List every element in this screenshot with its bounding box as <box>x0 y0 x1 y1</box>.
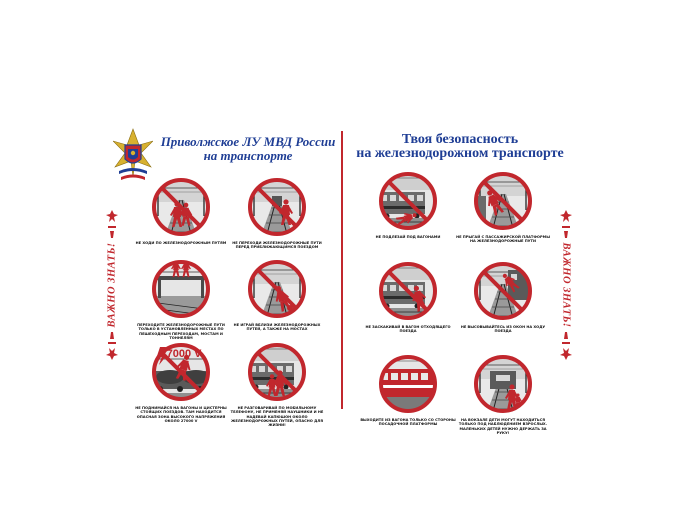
safety-rule-item: НЕ ХОДИ ПО ЖЕЛЕЗНОДОРОЖНЫМ ПУТЯМ <box>133 176 229 245</box>
safety-rule-item: НЕ РАЗГОВАРИВАЙ ПО МОБИЛЬНОМУ ТЕЛЕФОНУ, … <box>229 341 325 427</box>
side-banner-right-text: ВАЖНО ЗНАТЬ! <box>560 242 572 328</box>
safety-rule-caption: НЕ РАЗГОВАРИВАЙ ПО МОБИЛЬНОМУ ТЕЛЕФОНУ, … <box>230 406 324 428</box>
voltage-label: 27000 V <box>161 348 203 360</box>
mvd-emblem-icon <box>113 128 153 180</box>
safety-rule-item: НЕ ПОДЛЕЗАЙ ПОД ВАГОНАМИ <box>360 170 456 239</box>
no-playing-near-tracks-sign-icon <box>248 260 306 318</box>
safety-rule-item: НЕ ПРЫГАЙ С ПАССАЖИРСКОЙ ПЛАТФОРМЫ НА ЖЕ… <box>455 170 551 244</box>
no-phone-headphones-sign-icon <box>248 343 306 401</box>
organization-title-line-2: на транспорте <box>203 148 293 163</box>
safety-rule-caption: ПЕРЕХОДИТЕ ЖЕЛЕЗНОДОРОЖНЫЕ ПУТИ ТОЛЬКО В… <box>137 323 225 340</box>
no-leaning-out-windows-sign-icon <box>474 262 532 320</box>
safety-rule-caption: ВЫХОДИТЕ ИЗ ВАГОНА ТОЛЬКО СО СТОРОНЫ ПОС… <box>360 418 456 427</box>
side-banner-right: ВАЖНО ЗНАТЬ! <box>557 210 575 360</box>
ornament-icon <box>560 210 572 238</box>
safety-rule-caption: НЕ ПЕРЕХОДИ ЖЕЛЕЗНОДОРОЖНЫЕ ПУТИ ПЕРЕД П… <box>232 241 322 250</box>
safety-rule-item: НЕ ВЫСОВЫВАЙТЕСЬ ИЗ ОКОН НА ХОДУ ПОЕЗДА <box>455 260 551 334</box>
safety-rule-item: НЕ ПЕРЕХОДИ ЖЕЛЕЗНОДОРОЖНЫЕ ПУТИ ПЕРЕД П… <box>229 176 325 250</box>
safety-rule-caption: НЕ ИГРАЙ ВБЛИЗИ ЖЕЛЕЗНОДОРОЖНЫХ ПУТЕЙ, А… <box>233 323 321 332</box>
center-divider <box>341 131 343 409</box>
poster-title: Твоя безопасность на железнодорожном тра… <box>345 133 575 161</box>
side-banner-left-text: ВАЖНО ЗНАТЬ! <box>106 242 118 328</box>
no-climbing-wagons-sign-icon: 27000 V <box>152 343 210 401</box>
no-walking-on-tracks-sign-icon <box>152 178 210 236</box>
safety-rule-caption: НЕ ВЫСОВЫВАЙТЕСЬ ИЗ ОКОН НА ХОДУ ПОЕЗДА <box>460 325 546 334</box>
safety-rule-caption: НЕ ХОДИ ПО ЖЕЛЕЗНОДОРОЖНЫМ ПУТЯМ <box>135 241 227 245</box>
safety-rule-caption: НЕ ПРЫГАЙ С ПАССАЖИРСКОЙ ПЛАТФОРМЫ НА ЖЕ… <box>456 235 550 244</box>
safety-rule-item: ВЫХОДИТЕ ИЗ ВАГОНА ТОЛЬКО СО СТОРОНЫ ПОС… <box>360 353 456 427</box>
ornament-icon <box>106 332 118 360</box>
safety-rule-item: НА ВОКЗАЛЕ ДЕТИ МОГУТ НАХОДИТЬСЯ ТОЛЬКО … <box>455 353 551 435</box>
safety-rule-caption: НА ВОКЗАЛЕ ДЕТИ МОГУТ НАХОДИТЬСЯ ТОЛЬКО … <box>458 418 548 435</box>
poster-title-line-2: на железнодорожном транспорте <box>356 146 564 161</box>
safety-rule-caption: НЕ ПОДНИМАЙСЯ НА ВАГОНЫ И ЦИСТЕРНЫ СТОЯЩ… <box>135 406 227 423</box>
safety-rule-item: 27000 V НЕ ПОДНИМАЙСЯ НА ВАГОНЫ И ЦИСТЕР… <box>133 341 229 423</box>
use-pedestrian-crossings-sign-icon <box>152 260 210 318</box>
organization-title-line-1: Приволжское ЛУ МВД России <box>160 134 336 149</box>
safety-rule-caption: НЕ ЗАСКАКИВАЙ В ВАГОН ОТХОДЯЩЕГО ПОЕЗДА <box>365 325 451 334</box>
organization-title: Приволжское ЛУ МВД России на транспорте <box>153 135 343 163</box>
safety-rule-item: НЕ ИГРАЙ ВБЛИЗИ ЖЕЛЕЗНОДОРОЖНЫХ ПУТЕЙ, А… <box>229 258 325 332</box>
exit-to-platform-side-sign-icon <box>379 355 437 413</box>
ornament-icon <box>106 210 118 238</box>
safety-rule-item: ПЕРЕХОДИТЕ ЖЕЛЕЗНОДОРОЖНЫЕ ПУТИ ТОЛЬКО В… <box>133 258 229 340</box>
poster-title-line-1: Твоя безопасность <box>401 132 519 147</box>
ornament-icon <box>560 332 572 360</box>
children-supervised-at-station-sign-icon <box>474 355 532 413</box>
no-crawling-under-wagons-sign-icon <box>379 172 437 230</box>
no-jumping-off-platform-sign-icon <box>474 172 532 230</box>
safety-rule-item: НЕ ЗАСКАКИВАЙ В ВАГОН ОТХОДЯЩЕГО ПОЕЗДА <box>360 260 456 334</box>
safety-rule-caption: НЕ ПОДЛЕЗАЙ ПОД ВАГОНАМИ <box>375 235 441 239</box>
no-jumping-into-departing-train-sign-icon <box>379 262 437 320</box>
no-crossing-before-train-sign-icon <box>248 178 306 236</box>
side-banner-left: ВАЖНО ЗНАТЬ! <box>103 210 121 360</box>
